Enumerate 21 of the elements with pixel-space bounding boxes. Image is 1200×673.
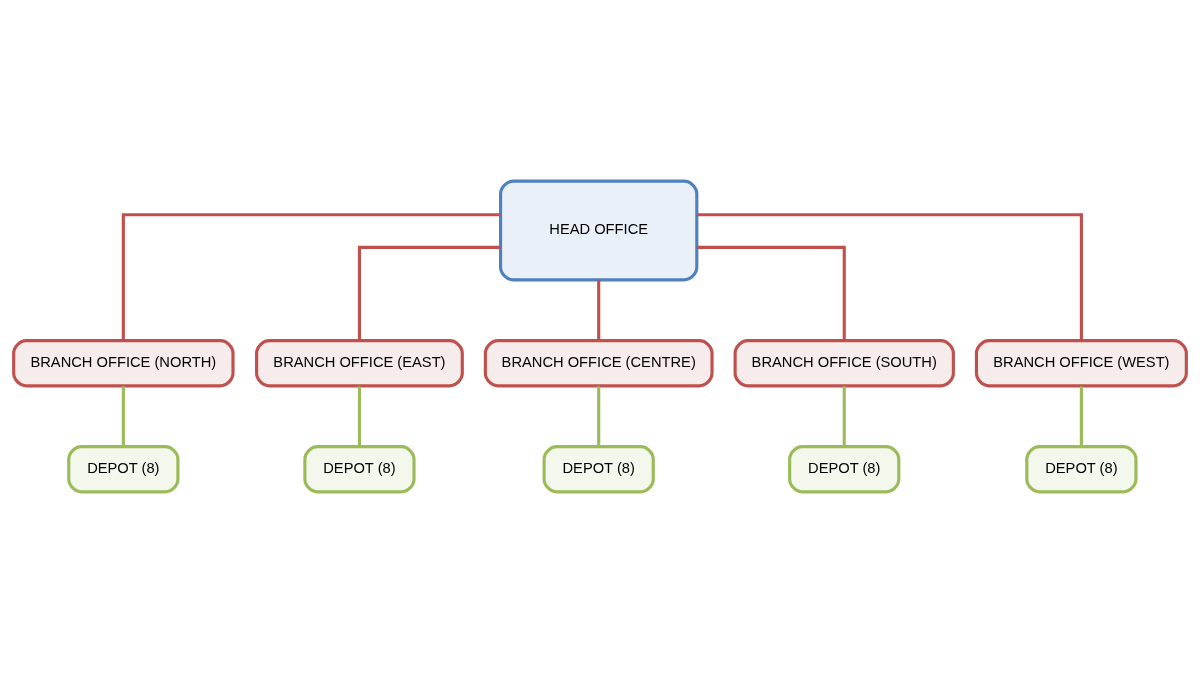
connector: [357, 245, 501, 341]
connector: [121, 386, 125, 447]
node-box: BRANCH OFFICE (EAST): [255, 339, 464, 388]
connector: [1079, 386, 1083, 447]
node-box: DEPOT (8): [1025, 445, 1138, 494]
node-box: BRANCH OFFICE (CENTRE): [483, 339, 714, 388]
node-box: DEPOT (8): [303, 445, 416, 494]
node-box: HEAD OFFICE: [499, 179, 699, 282]
node-box: BRANCH OFFICE (WEST): [974, 339, 1188, 388]
connector: [121, 213, 501, 341]
connector: [696, 213, 1083, 341]
node-box: DEPOT (8): [542, 445, 655, 494]
connector: [597, 386, 601, 447]
node-box: BRANCH OFFICE (SOUTH): [733, 339, 955, 388]
connector: [597, 279, 601, 341]
connector: [697, 245, 846, 341]
node-box: BRANCH OFFICE (NORTH): [12, 339, 235, 388]
connector: [842, 386, 846, 447]
node-box: DEPOT (8): [788, 445, 901, 494]
node-box: DEPOT (8): [67, 445, 180, 494]
connector: [357, 386, 361, 447]
